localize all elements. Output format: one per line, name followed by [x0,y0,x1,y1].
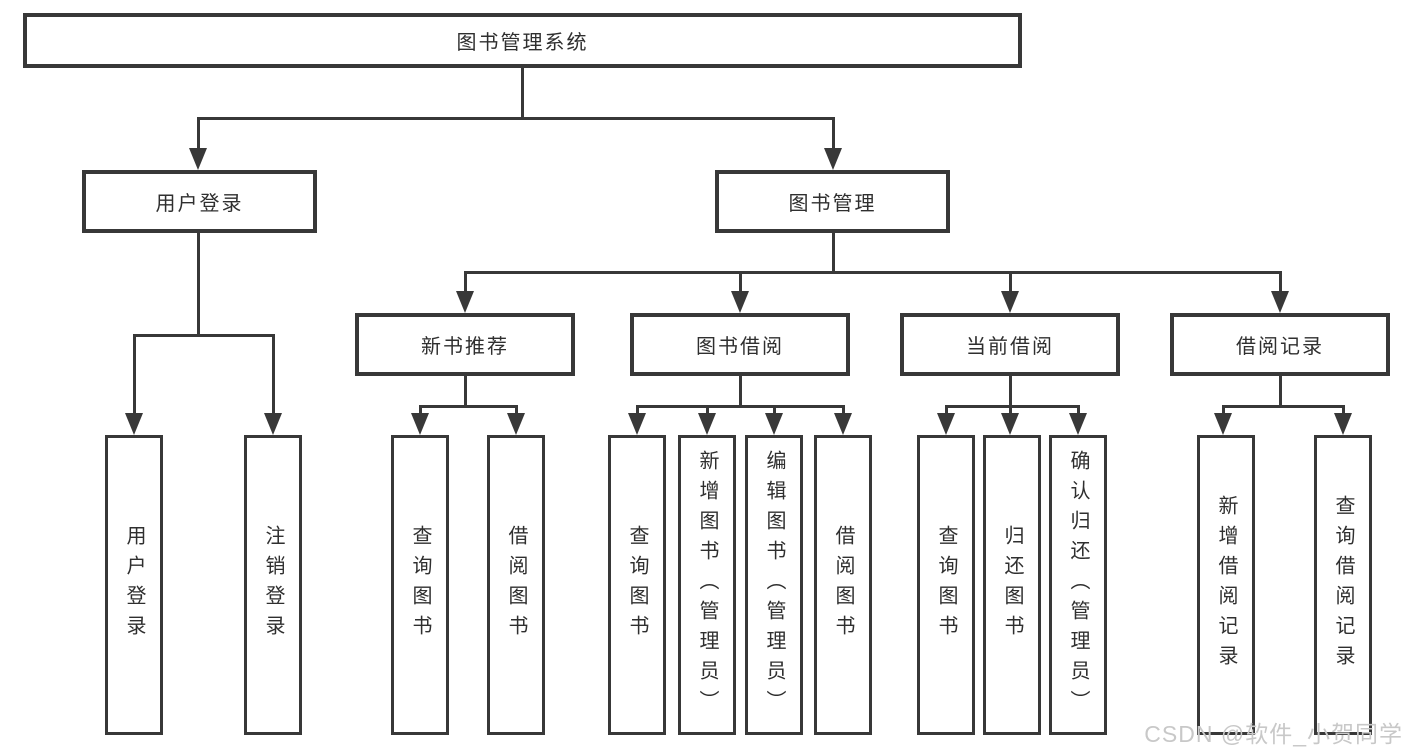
connector-line [635,405,845,408]
connector-line [271,334,275,415]
leaf-return-books: 归还图书 [983,435,1041,735]
connector-line [418,405,422,417]
connector-line [831,233,835,274]
leaf-label: 查询借阅记录 [1332,495,1354,675]
leaf-label: 查询图书 [935,525,957,645]
connector-arrowhead [628,413,646,435]
connector-arrowhead [834,413,852,435]
connector-arrowhead [411,413,429,435]
leaf-label: 注销登录 [262,525,284,645]
connector-line [738,271,742,293]
connector-line [1008,271,1012,293]
leaf-label: 查询图书 [409,525,431,645]
leaf-label: 新增图书（管理员） [696,450,718,720]
connector-arrowhead [1271,291,1289,313]
connector-arrowhead [1214,413,1232,435]
connector-arrowhead [1069,413,1087,435]
connector-line [705,405,709,417]
connector-line [1008,376,1012,408]
connector-line [1278,271,1282,293]
node-new-book-recommendation: 新书推荐 [355,313,575,376]
leaf-label: 用户登录 [123,525,145,645]
connector-line [463,271,467,293]
connector-line [463,376,467,408]
connector-arrowhead [937,413,955,435]
connector-line [1008,405,1012,417]
connector-arrowhead [765,413,783,435]
connector-line [831,117,835,150]
leaf-logout: 注销登录 [244,435,302,735]
leaf-query-books-current: 查询图书 [917,435,975,735]
connector-line [196,117,200,150]
node-user-login: 用户登录 [82,170,317,233]
connector-arrowhead [507,413,525,435]
leaf-label: 借阅图书 [505,525,527,645]
connector-line [635,405,639,417]
connector-line [1278,376,1282,408]
leaf-borrow-books-borrowing: 借阅图书 [814,435,872,735]
connector-line [738,376,742,408]
connector-arrowhead [189,148,207,170]
leaf-label: 借阅图书 [832,525,854,645]
leaf-edit-book-admin: 编辑图书（管理员） [745,435,803,735]
leaf-query-books-recommend: 查询图书 [391,435,449,735]
connector-line [520,68,524,120]
connector-line [132,334,136,415]
connector-arrowhead [824,148,842,170]
leaf-borrow-books-recommend: 借阅图书 [487,435,545,735]
node-borrowing-records: 借阅记录 [1170,313,1390,376]
leaf-confirm-return-admin: 确认归还（管理员） [1049,435,1107,735]
connector-arrowhead [698,413,716,435]
leaf-label: 编辑图书（管理员） [763,450,785,720]
connector-arrowhead [1001,291,1019,313]
connector-line [418,405,518,408]
connector-arrowhead [125,413,143,435]
connector-arrowhead [1334,413,1352,435]
connector-line [132,334,275,337]
leaf-add-book-admin: 新增图书（管理员） [678,435,736,735]
connector-line [463,271,1282,274]
connector-arrowhead [456,291,474,313]
connector-line [772,405,776,417]
connector-line [196,117,835,120]
csdn-watermark: CSDN @软件_小贺同学 [1144,721,1403,747]
connector-line [1221,405,1225,417]
connector-line [944,405,1080,408]
connector-arrowhead [731,291,749,313]
connector-line [514,405,518,417]
leaf-label: 归还图书 [1001,525,1023,645]
node-current-borrowing: 当前借阅 [900,313,1120,376]
leaf-query-books-borrowing: 查询图书 [608,435,666,735]
connector-line [196,233,200,337]
connector-line [1341,405,1345,417]
connector-line [841,405,845,417]
connector-line [1076,405,1080,417]
leaf-label: 确认归还（管理员） [1067,450,1089,720]
connector-line [1221,405,1345,408]
leaf-add-borrow-record: 新增借阅记录 [1197,435,1255,735]
node-book-borrowing: 图书借阅 [630,313,850,376]
connector-line [944,405,948,417]
leaf-label: 查询图书 [626,525,648,645]
node-library-management-system: 图书管理系统 [23,13,1022,68]
node-book-management: 图书管理 [715,170,950,233]
leaf-label: 新增借阅记录 [1215,495,1237,675]
connector-arrowhead [1001,413,1019,435]
leaf-user-login: 用户登录 [105,435,163,735]
connector-arrowhead [264,413,282,435]
leaf-query-borrow-record: 查询借阅记录 [1314,435,1372,735]
